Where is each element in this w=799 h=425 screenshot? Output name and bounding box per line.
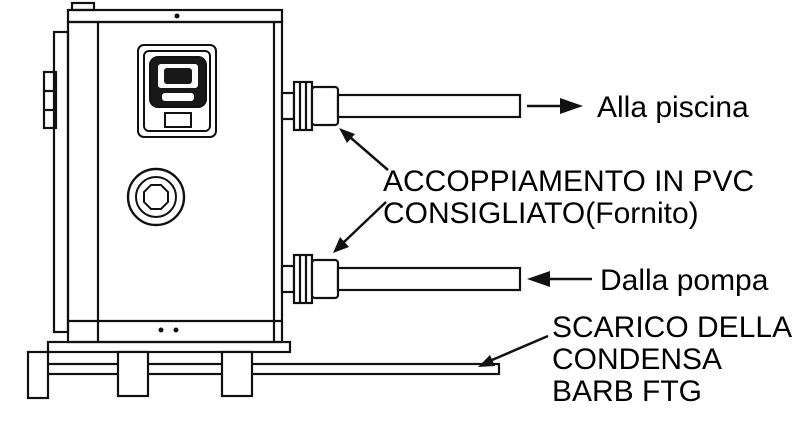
coupling-pointer-top-line [350, 137, 389, 171]
fitting-plug [143, 184, 169, 210]
connection-to-pool [280, 80, 522, 132]
pvc-coupling-bottom-body [310, 258, 340, 300]
left-bracket [42, 70, 58, 130]
base-plate [46, 340, 292, 354]
control-panel-frame [137, 44, 217, 138]
display-readout [164, 68, 192, 84]
unit-top-tab [70, 1, 96, 12]
arrow-up-left-icon [339, 128, 355, 143]
coupling-pointer-bottom-line [343, 201, 387, 243]
label-coupling-line1: ACCOPPIAMENTO IN PVC [383, 165, 754, 198]
control-panel [137, 44, 217, 138]
drain-end-block [26, 350, 50, 400]
pipe-to-pool [336, 93, 522, 119]
screw-icon [173, 327, 179, 333]
screw-icon [174, 13, 180, 19]
control-panel-inner [143, 50, 211, 132]
round-fitting [126, 167, 186, 227]
connection-from-pump [280, 253, 522, 305]
label-drain-line3: BARB FTG [552, 375, 702, 408]
annotation-labels: Alla piscina ACCOPPIAMENTO IN PVC CONSIG… [383, 91, 792, 408]
pvc-coupling-bottom-collar [292, 253, 314, 305]
foot-right [220, 350, 254, 398]
label-drain-line2: CONDENSA [552, 343, 722, 376]
screw-icon [158, 327, 164, 333]
condensate-drain-pipe [31, 362, 501, 376]
annotation-arrows [333, 98, 592, 367]
drain-pointer-line [491, 334, 549, 362]
inlet-stub [280, 264, 296, 294]
display-slot [162, 93, 194, 101]
pvc-coupling-top-collar [292, 80, 314, 132]
fitting-outer-ring [126, 167, 186, 227]
label-coupling-line2: CONSIGLIATO(Fornito) [383, 197, 699, 230]
pipe-from-pump [336, 266, 522, 292]
unit-left-panel [52, 30, 70, 334]
pvc-coupling-top-body [310, 85, 340, 127]
label-drain-line1: SCARICO DELLA [552, 311, 792, 344]
label-from-pump: Dalla pompa [600, 264, 769, 297]
outlet-stub [280, 91, 296, 121]
arrow-left-icon [527, 271, 550, 287]
heat-pump-unit [42, 1, 284, 344]
base-assembly [26, 340, 501, 400]
arrow-right-icon [560, 98, 583, 114]
panel-button-strip [164, 112, 192, 128]
foot-left [116, 350, 150, 398]
arrow-down-left-icon [333, 237, 349, 253]
arrow-drain-icon [478, 355, 495, 367]
fitting-inner-ring [135, 176, 177, 218]
label-to-pool: Alla piscina [597, 91, 749, 124]
